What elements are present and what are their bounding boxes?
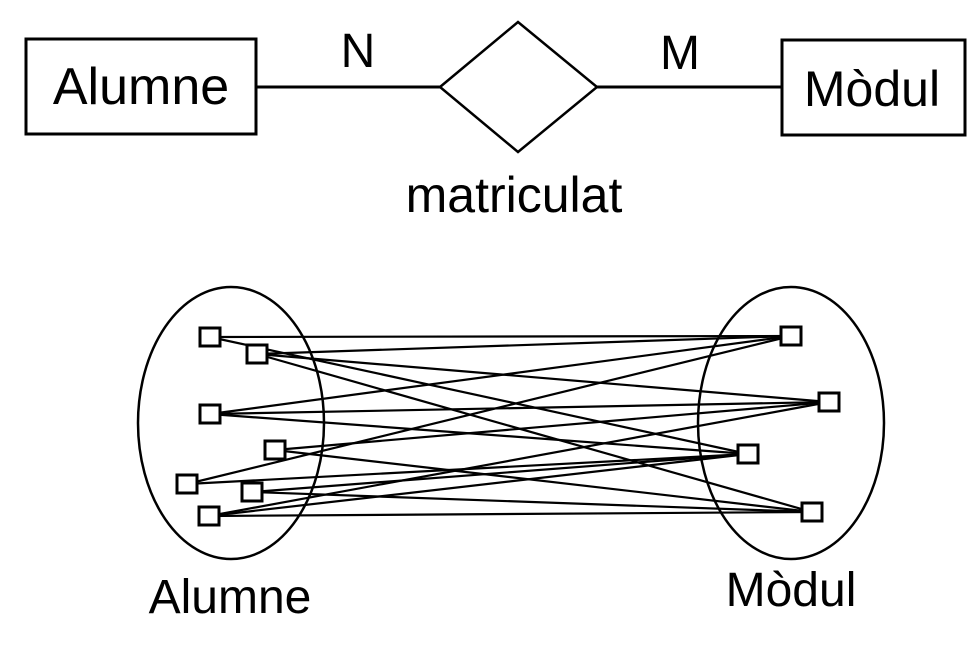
links-group	[186, 334, 830, 518]
link-line	[251, 490, 813, 514]
entity-alumne-label: Alumne	[53, 58, 229, 116]
link-line	[209, 334, 792, 339]
cardinality-n: N	[341, 25, 376, 78]
er-diagram: Alumne N matriculat M Mòdul	[24, 20, 967, 223]
relationship-label: matriculat	[406, 167, 623, 223]
modul-element	[779, 325, 803, 347]
alumne-element	[263, 439, 287, 461]
alumne-element	[245, 343, 269, 365]
modul-element	[800, 501, 824, 523]
link-line	[208, 510, 813, 518]
link-line	[256, 334, 792, 356]
link-line	[209, 335, 749, 456]
link-line	[209, 412, 749, 456]
alumne-element	[175, 473, 199, 495]
alumne-element	[197, 505, 221, 527]
cardinality-m: M	[660, 27, 700, 80]
nodes-group	[175, 325, 841, 527]
link-line	[256, 352, 813, 514]
link-line	[208, 400, 830, 518]
entity-modul-label: Mòdul	[804, 61, 940, 117]
relationship-diamond	[438, 20, 599, 154]
entity-modul-box	[780, 38, 967, 137]
set-modul-label: Mòdul	[726, 564, 857, 617]
set-alumne-ellipse	[136, 285, 326, 561]
alumne-element	[198, 403, 222, 425]
modul-element	[817, 391, 841, 413]
link-line	[208, 452, 749, 518]
link-line	[274, 400, 830, 452]
modul-element	[736, 443, 760, 465]
alumne-element	[198, 326, 222, 348]
link-line	[256, 352, 830, 404]
link-line	[251, 452, 749, 494]
link-line	[274, 448, 813, 514]
alumne-element	[240, 481, 264, 503]
set-alumne-label: Alumne	[149, 571, 312, 624]
instance-diagram: Alumne Mòdul	[136, 285, 886, 624]
link-line	[209, 334, 792, 416]
link-line	[209, 400, 830, 416]
set-modul-ellipse	[696, 285, 886, 561]
link-line	[186, 334, 792, 486]
